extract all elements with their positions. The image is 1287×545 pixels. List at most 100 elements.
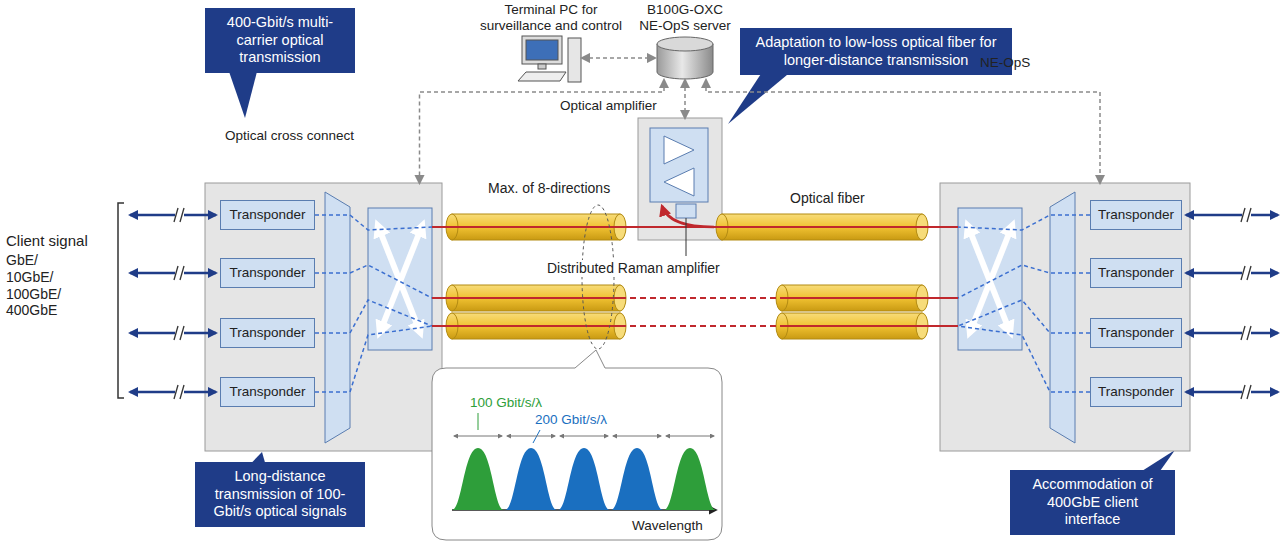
server-cylinder	[657, 37, 713, 51]
break-mark	[174, 385, 178, 399]
channel-spacing	[454, 436, 502, 437]
ops-server: B100G-OXC NE-OpS server	[655, 36, 715, 80]
pc-icon	[518, 72, 566, 81]
node-text: Transponder	[229, 207, 305, 223]
fiber-core	[620, 325, 782, 327]
spectrum-panel	[432, 350, 722, 540]
break-mark	[1247, 208, 1251, 222]
spectrum-panel	[432, 350, 722, 540]
node-text: B100G-OXC NE-OpS server	[635, 2, 735, 33]
break-mark	[1247, 385, 1251, 399]
client-bracket	[118, 203, 124, 398]
node-text: Accommodation of 400GbE client interface	[1018, 476, 1167, 529]
control-link	[582, 57, 655, 59]
oxc-node: NE-OpSTransponderTransponderTransponderT…	[940, 183, 1190, 451]
amplifier-inner	[676, 204, 696, 218]
amplifier-inner	[664, 168, 694, 196]
callout-box: Accommodation of 400GbE client interface	[1010, 470, 1175, 535]
break-mark	[1241, 326, 1245, 340]
break-mark	[180, 385, 184, 399]
signal-path	[315, 326, 432, 392]
transponder: Transponder	[1090, 258, 1182, 288]
wavelength-channel	[505, 448, 557, 510]
fiber-core	[432, 297, 620, 299]
channel-spacing	[507, 436, 555, 437]
label-text: Client signal	[6, 232, 88, 250]
amplifier-inner	[664, 136, 694, 164]
break-mark	[180, 208, 184, 222]
transponder: Transponder	[220, 200, 315, 230]
cross-connect	[958, 208, 1022, 350]
break-mark	[1247, 266, 1251, 280]
channel-spacing	[613, 436, 661, 437]
node-text: Transponder	[229, 384, 305, 400]
break-mark	[174, 208, 178, 222]
transponder: Transponder	[1090, 200, 1182, 230]
node-boxes	[205, 183, 442, 451]
client-arrow	[130, 332, 216, 335]
node-text: Wavelength	[632, 518, 703, 534]
multiplexer	[325, 192, 350, 443]
direction-ellipse	[582, 205, 614, 349]
node-text: Transponder	[1098, 207, 1174, 223]
node-text: NE-OpS	[980, 55, 1030, 71]
wavelength-channel	[558, 448, 610, 510]
signal-path	[315, 265, 432, 298]
transponder: Transponder	[1090, 377, 1182, 407]
wavelength-channel	[664, 448, 716, 510]
server-cylinder	[657, 37, 713, 79]
client-arrow	[130, 391, 216, 394]
node-text: Optical cross connect	[225, 128, 354, 144]
multiplexer	[1050, 192, 1075, 443]
transponder: Transponder	[220, 377, 315, 407]
amplifier-inner	[650, 128, 708, 202]
fiber-core	[620, 297, 782, 299]
direction-ellipse	[582, 205, 614, 349]
pc-icon	[522, 36, 562, 64]
node-text: Optical amplifier	[560, 98, 657, 114]
control-link	[706, 80, 1100, 183]
node-text: Long-distance transmission of 100-Gbit/s…	[203, 468, 357, 521]
break-mark	[180, 326, 184, 340]
spectrum-panel	[478, 413, 479, 430]
break-mark	[1241, 266, 1245, 280]
amplifier-inner	[650, 128, 714, 256]
wavelength-channel	[452, 448, 504, 510]
optical-amplifier: Optical amplifier	[638, 118, 722, 240]
break-mark	[1241, 385, 1245, 399]
signal-path	[958, 265, 1090, 298]
pc-icon	[568, 38, 581, 82]
control-link	[684, 80, 686, 118]
client-arrow	[1186, 214, 1278, 217]
node-text: Transponder	[1098, 265, 1174, 281]
cross-connect	[368, 208, 432, 350]
node-text: 200 Gbit/s/λ	[535, 412, 607, 428]
transponder: Transponder	[220, 258, 315, 288]
terminal-pc: Terminal PC for surveillance and control	[518, 34, 582, 84]
cross-arrow	[970, 226, 1012, 332]
label-text: Optical fiber	[790, 190, 865, 207]
amplifier-inner	[662, 206, 714, 227]
break-mark	[1247, 326, 1251, 340]
node-text: Terminal PC for surveillance and control	[471, 2, 631, 33]
signal-path	[958, 215, 1090, 230]
client-arrow	[1186, 332, 1278, 335]
node-boxes	[638, 118, 722, 240]
client-arrow	[130, 214, 216, 217]
client-bracket	[118, 203, 124, 398]
pc-icon	[538, 64, 546, 69]
fiber-core	[782, 297, 958, 299]
break-mark	[1241, 208, 1245, 222]
node-text: 400-Gbit/s multi-carrier optical transmi…	[213, 14, 347, 67]
break-mark	[174, 326, 178, 340]
channel-spacing	[666, 436, 714, 437]
pc-icon	[526, 40, 558, 60]
node-text: Transponder	[229, 325, 305, 341]
signal-path	[958, 326, 1090, 392]
control-link	[420, 80, 665, 183]
fiber-core	[782, 325, 958, 327]
oxc-node: Optical cross connectTransponderTranspon…	[205, 183, 442, 451]
node-text: Transponder	[1098, 325, 1174, 341]
callout-box: Long-distance transmission of 100-Gbit/s…	[195, 462, 365, 527]
channel-spacing	[560, 436, 608, 437]
